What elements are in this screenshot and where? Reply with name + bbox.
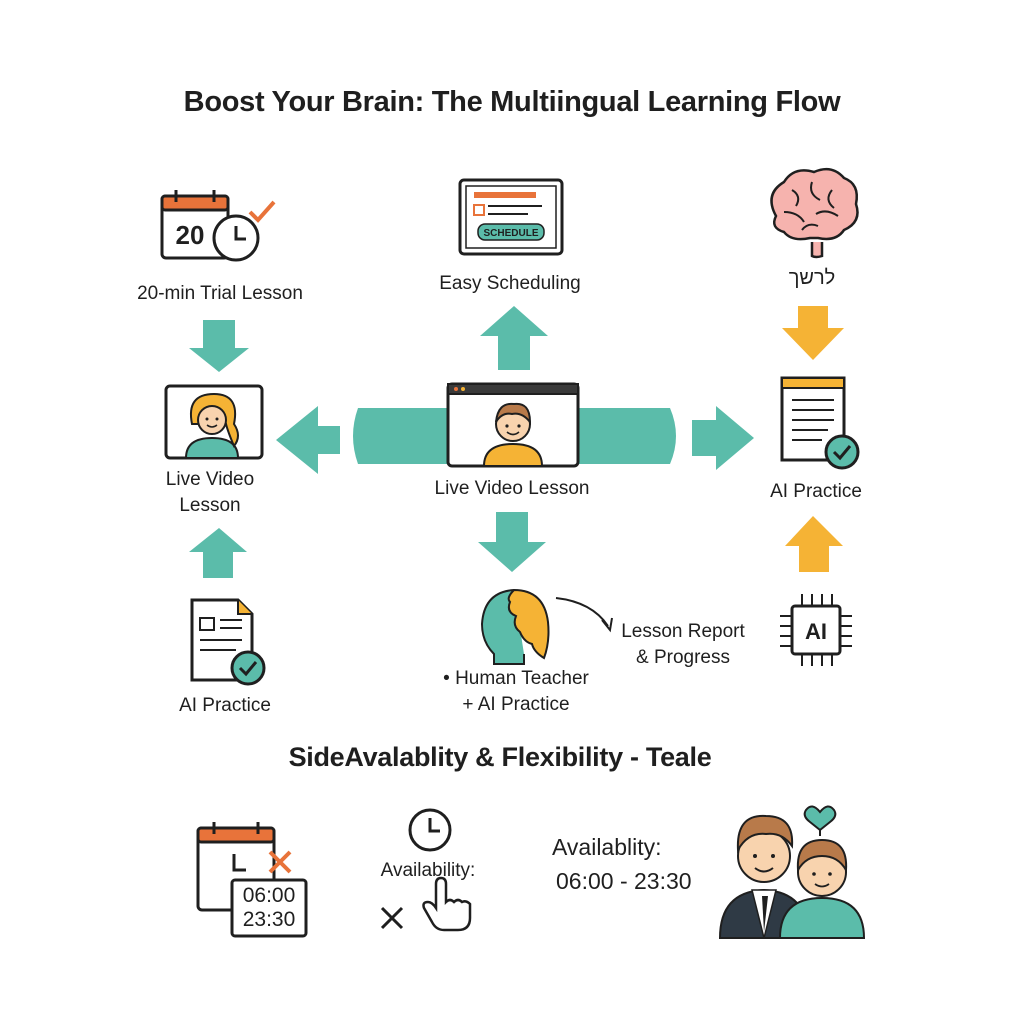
right-ai-practice-label: AI Practice — [770, 481, 862, 502]
trial-lesson-label: 20-min Trial Lesson — [137, 283, 303, 304]
clock-availability-label: Availability: — [380, 860, 476, 881]
center-video-icon — [446, 382, 580, 468]
ai-chip-icon: AI — [780, 594, 852, 666]
report-label-line1: Lesson Report — [621, 621, 745, 642]
calendar-end-time: 23:30 — [242, 908, 296, 931]
clock-icon — [408, 808, 452, 852]
brain-icon — [770, 167, 859, 259]
arrow-down-center — [478, 512, 546, 572]
document-check-icon — [190, 598, 266, 686]
arrow-up-left-practice — [189, 528, 247, 578]
teacher-student-icon — [718, 805, 866, 939]
video-teacher-icon — [164, 384, 264, 460]
arrow-down-trial — [189, 320, 249, 372]
close-icon — [380, 906, 404, 930]
band-right — [578, 408, 676, 464]
arrow-curve-report — [555, 597, 609, 627]
document-check-icon — [780, 376, 860, 470]
easy-scheduling-label: Easy Scheduling — [439, 273, 581, 294]
hand-pointer-icon — [422, 876, 472, 932]
human-ai-head-icon — [480, 588, 550, 665]
cross-icon — [268, 850, 292, 874]
ai-chip-text: AI — [805, 619, 827, 644]
center-video-label: Live Video Lesson — [434, 478, 590, 499]
calendar-number: 20 — [176, 220, 205, 250]
arrow-down-brain — [782, 306, 844, 360]
arrow-up-scheduling — [480, 306, 548, 370]
arrow-left-main — [276, 406, 340, 474]
svg-text:SCHEDULE: SCHEDULE — [483, 228, 538, 239]
page-title: Boost Your Brain: The Multiingual Learni… — [183, 86, 841, 118]
band-left — [353, 408, 450, 464]
schedule-screen-icon: SCHEDULE — [458, 178, 564, 256]
human-ai-label-line2: + AI Practice — [462, 694, 570, 715]
availability-section-title: SideAvalablity & Flexibility - Teale — [288, 742, 712, 772]
calendar-clock-icon: 20 — [160, 190, 276, 262]
schedule-button — [477, 223, 545, 241]
arrow-right-main — [692, 406, 754, 470]
left-ai-practice-label: AI Practice — [179, 695, 271, 716]
range-label: Availablity: — [552, 834, 662, 860]
left-video-label-line1: Live Video — [165, 469, 255, 490]
brain-label: לרשך — [788, 267, 836, 289]
heart-icon — [803, 805, 837, 832]
report-label-line2: & Progress — [636, 647, 730, 668]
human-ai-label-line1: • Human Teacher — [443, 668, 589, 689]
range-value: 06:00 - 23:30 — [556, 868, 692, 894]
left-video-label-line2: Lesson — [179, 495, 241, 516]
checkmark-icon — [248, 200, 276, 223]
calendar-times-icon — [196, 822, 308, 938]
arrow-up-chip — [785, 516, 843, 572]
calendar-start-time: 06:00 — [242, 884, 296, 907]
